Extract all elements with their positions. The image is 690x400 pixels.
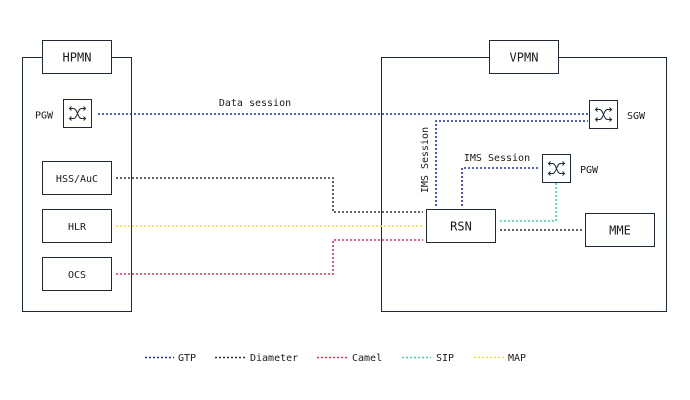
ocs-node [42,257,112,291]
vpmn-title-box [489,40,559,74]
ims-session-vertical-label: IMS Session [420,127,431,193]
ocs-label: OCS [68,270,86,281]
vpmn-sgw-label: SGW [627,111,646,122]
gtp-ims-session-line [461,167,540,206]
vpmn-container [381,57,667,312]
ims-session-label: IMS Session [464,153,530,164]
mme-label: MME [609,224,631,238]
hlr-label: HLR [68,222,87,233]
rsn-label: RSN [450,220,472,234]
vpmn-pgw-label: PGW [580,165,599,176]
switch-icon [63,99,92,128]
hpmn-pgw-label: PGW [35,111,54,122]
sip-pgw-line [500,183,557,222]
legend-map-label: MAP [508,353,526,364]
legend-camel-label: Camel [352,353,382,364]
legend-sip-label: SIP [436,353,454,364]
gtp-ims-vertical-line [435,120,588,206]
switch-icon [542,154,571,183]
data-session-label: Data session [219,98,291,109]
legend: GTP Diameter Camel SIP MAP [145,353,526,364]
hss-auc-label: HSS/AuC [56,174,98,185]
hlr-node [42,209,112,243]
mme-node [585,213,655,247]
hpmn-title-box [42,40,112,74]
hpmn-title: HPMN [63,51,92,65]
switch-icon [589,100,618,129]
hss-auc-node [42,161,112,195]
vpmn-title: VPMN [510,51,539,65]
legend-gtp-label: GTP [178,353,196,364]
legend-diameter-label: Diameter [250,353,298,364]
diameter-hss-line [116,177,423,213]
camel-ocs-line [116,239,423,275]
rsn-node [426,209,496,243]
